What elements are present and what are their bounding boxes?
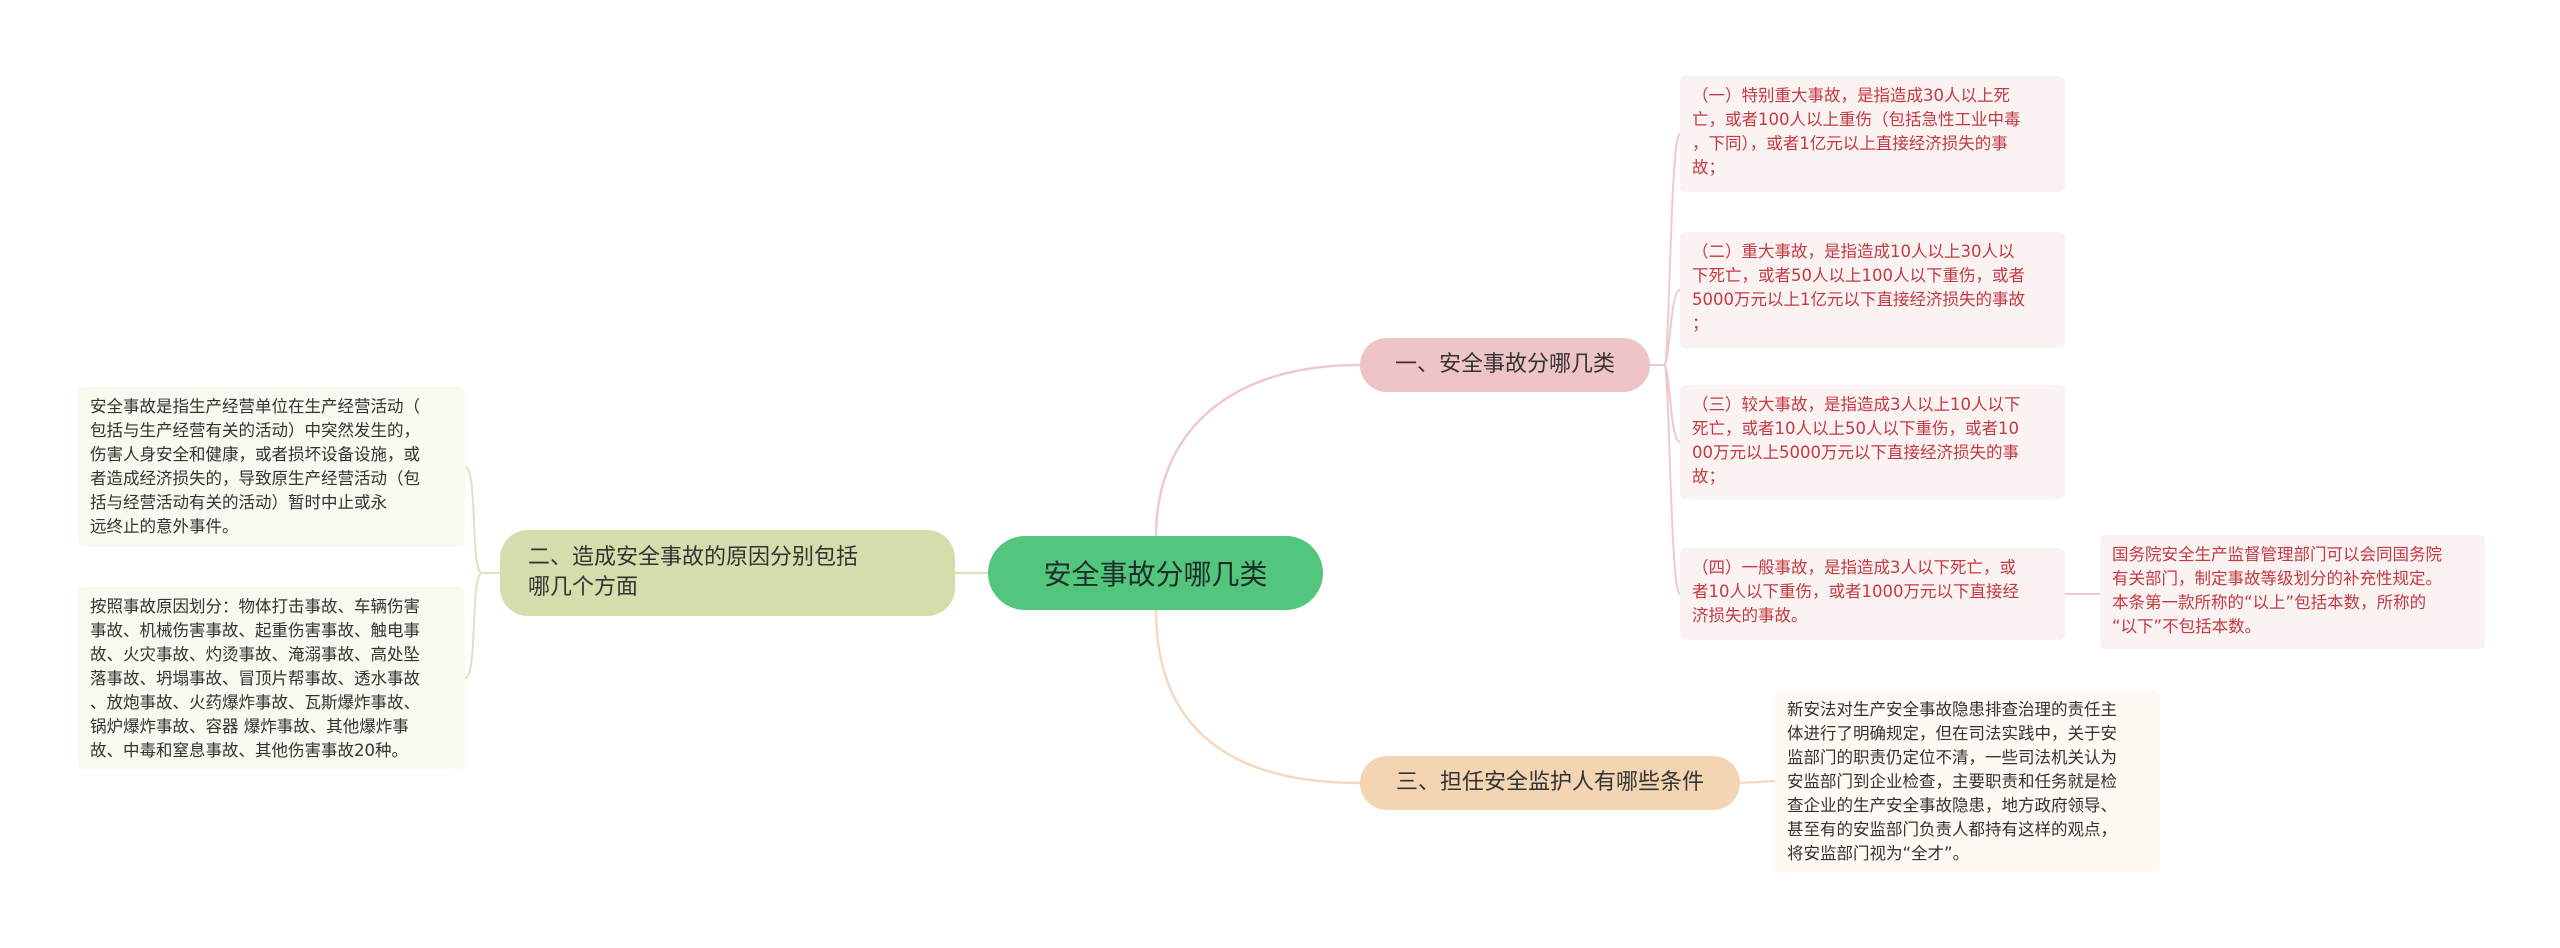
leaf-new-safety-law[interactable]: 新安法对生产安全事故隐患排查治理的责任主 体进行了明确规定，但在司法实践中，关于… <box>1775 690 2160 872</box>
leaf-accident-cause-categories[interactable]: 按照事故原因划分：物体打击事故、车辆伤害 事故、机械伤害事故、起重伤害事故、触电… <box>78 587 465 769</box>
branch-guardian-conditions[interactable]: 三、担任安全监护人有哪些条件 <box>1360 756 1740 810</box>
branch-guardian-conditions-label: 三、担任安全监护人有哪些条件 <box>1395 770 1704 795</box>
link-branch1-leaf4 <box>1663 364 1681 595</box>
branch-accident-causes-label: 二、造成安全事故的原因分别包括 哪几个方面 <box>528 545 859 600</box>
link-branch2-leaf2 <box>464 572 483 679</box>
link-branch2-leaf1 <box>464 466 500 574</box>
branch-accident-causes[interactable]: 二、造成安全事故的原因分别包括 哪几个方面 <box>500 530 955 616</box>
leaf-supplementary-rule[interactable]: 国务院安全生产监督管理部门可以会同国务院 有关部门，制定事故等级划分的补充性规定… <box>2100 535 2485 649</box>
leaf-larger-accident[interactable]: （三）较大事故，是指造成3人以上10人以下 死亡，或者10人以上50人以下重伤，… <box>1680 385 2065 499</box>
center-topic-label: 安全事故分哪几类 <box>1043 558 1268 591</box>
leaf-major-accident[interactable]: （二）重大事故，是指造成10人以上30人以 下死亡，或者50人以上100人以下重… <box>1680 232 2065 348</box>
center-topic[interactable]: 安全事故分哪几类 <box>988 536 1323 610</box>
leaf-general-accident[interactable]: （四）一般事故，是指造成3人以下死亡，或 者10人以下重伤，或者1000万元以下… <box>1680 548 2065 640</box>
link-branch3-leaf1 <box>1739 780 1776 784</box>
link-center-branch3 <box>1154 609 1361 785</box>
link-center-branch1 <box>1154 363 1361 537</box>
link-branch1-leaf2 <box>1663 289 1681 366</box>
branch-accident-types[interactable]: 一、安全事故分哪几类 <box>1360 338 1650 392</box>
leaf-accident-definition[interactable]: 安全事故是指生产经营单位在生产经营活动（ 包括与生产经营有关的活动）中突然发生的… <box>78 387 465 547</box>
branch-accident-types-label: 一、安全事故分哪几类 <box>1394 352 1615 377</box>
leaf-especially-major-accident[interactable]: （一）特别重大事故，是指造成30人以上死 亡，或者100人以上重伤（包括急性工业… <box>1680 76 2065 192</box>
link-branch1-leaf1 <box>1650 133 1681 366</box>
